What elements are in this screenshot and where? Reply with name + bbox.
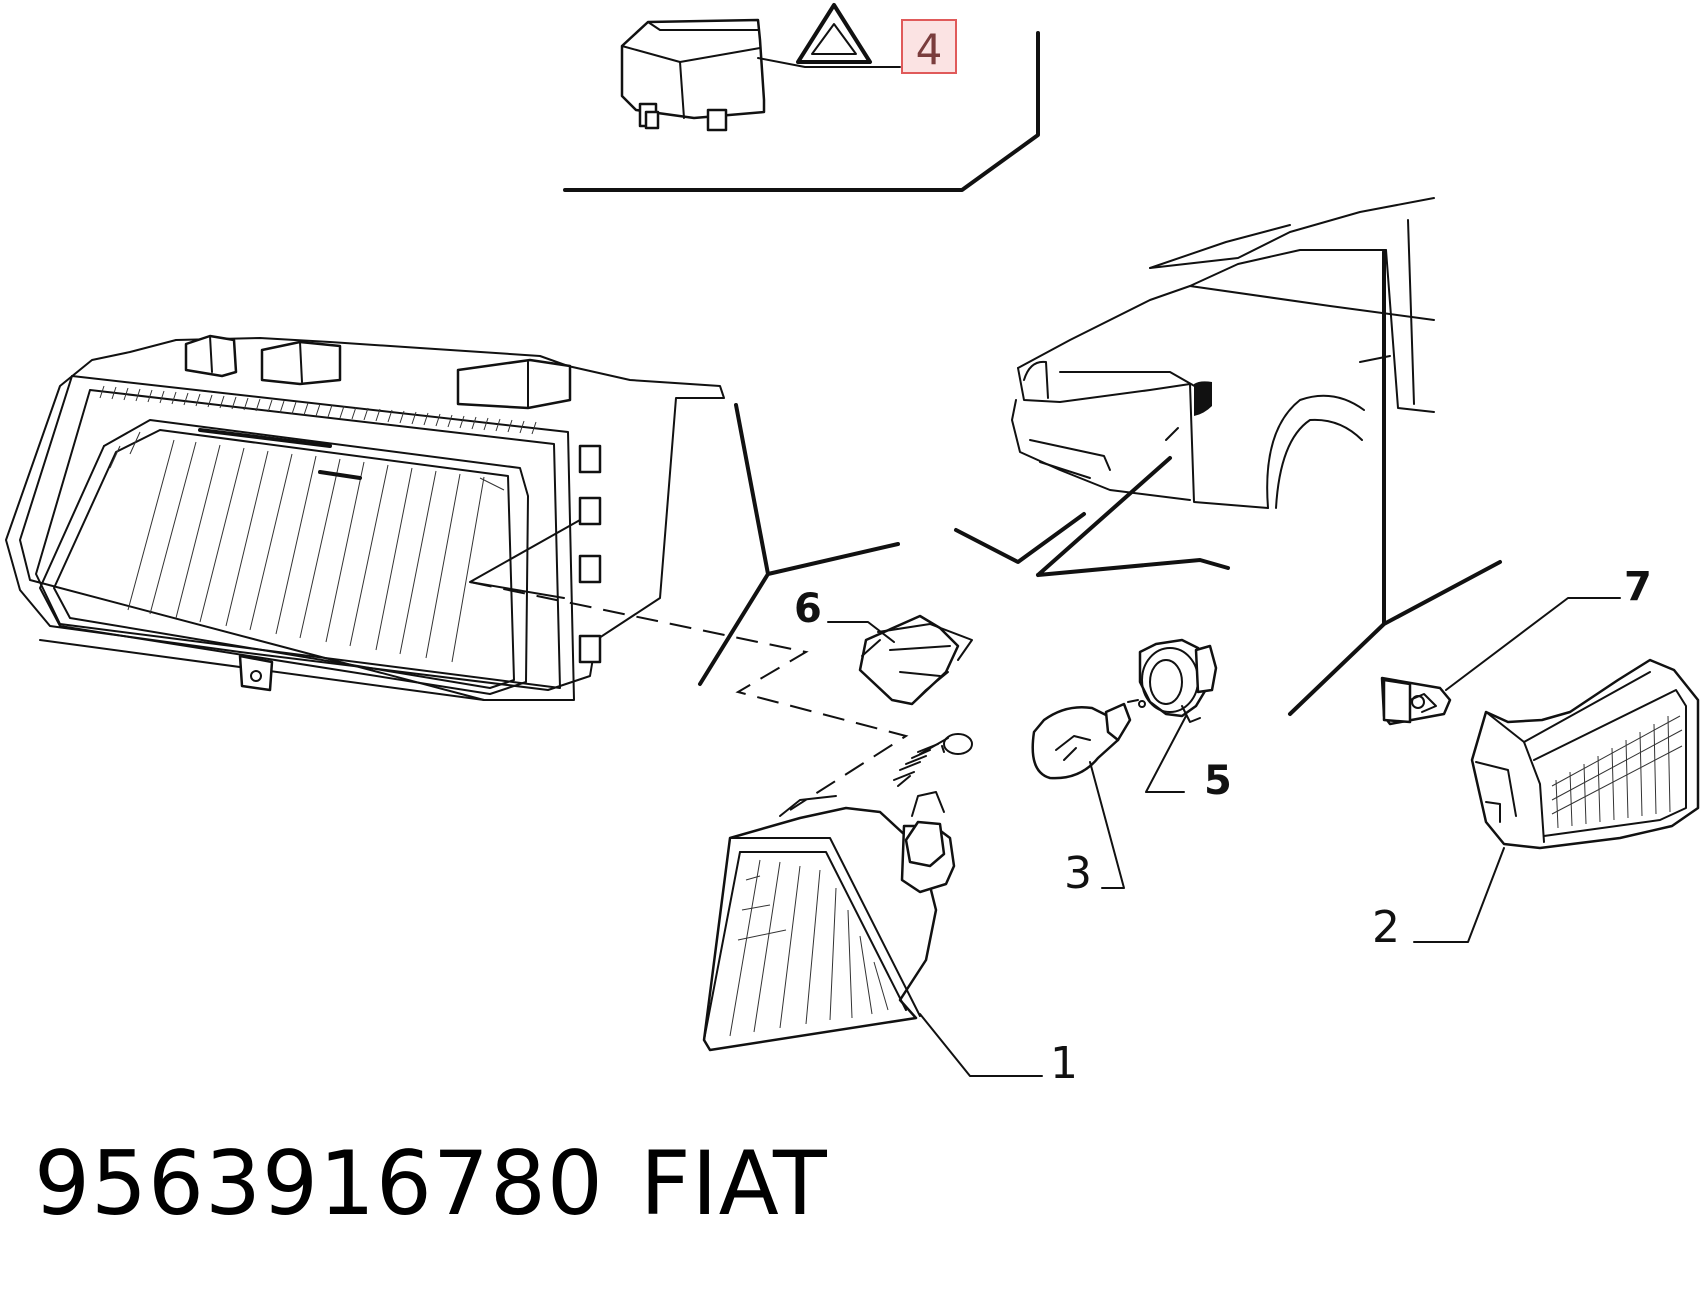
right-bracket-line bbox=[1288, 250, 1502, 716]
callout-7-leader bbox=[1445, 597, 1621, 691]
brand-name: FIAT bbox=[640, 1132, 828, 1235]
callout-4: 4 bbox=[916, 25, 943, 74]
wedge-bulb-part-7 bbox=[1380, 676, 1452, 726]
headlamp-assembly bbox=[5, 334, 725, 701]
callout-6: 6 bbox=[794, 586, 822, 632]
callout-5-leader bbox=[1145, 715, 1187, 793]
callout-6-leader bbox=[827, 621, 895, 643]
callout-4-highlight: 4 bbox=[901, 19, 957, 74]
clip-part-6 bbox=[858, 614, 973, 706]
callout-5: 5 bbox=[1204, 758, 1232, 804]
callout-3: 3 bbox=[1064, 848, 1092, 899]
relay-bracket-line bbox=[563, 31, 1040, 192]
side-repeater-part-2 bbox=[1470, 658, 1700, 850]
indicator-lamp-part-1 bbox=[702, 733, 973, 1052]
callout-3-leader bbox=[1089, 761, 1125, 889]
bulb-holder-part-5 bbox=[1138, 638, 1218, 723]
dashed-assembly-line bbox=[469, 581, 909, 811]
car-leader-bracket bbox=[954, 456, 1230, 577]
relay-part-4 bbox=[620, 18, 901, 132]
hazard-triangle-icon bbox=[796, 3, 872, 64]
callout-7: 7 bbox=[1624, 564, 1652, 610]
left-bracket-line bbox=[698, 403, 900, 686]
callout-2: 2 bbox=[1372, 902, 1400, 953]
bulb-part-3 bbox=[1031, 699, 1146, 780]
callout-1-leader bbox=[919, 1013, 1043, 1077]
car-location-sketch bbox=[1011, 197, 1435, 509]
callout-2-leader bbox=[1413, 847, 1505, 943]
callout-1: 1 bbox=[1050, 1038, 1078, 1089]
part-number: 9563916780 bbox=[34, 1132, 604, 1235]
